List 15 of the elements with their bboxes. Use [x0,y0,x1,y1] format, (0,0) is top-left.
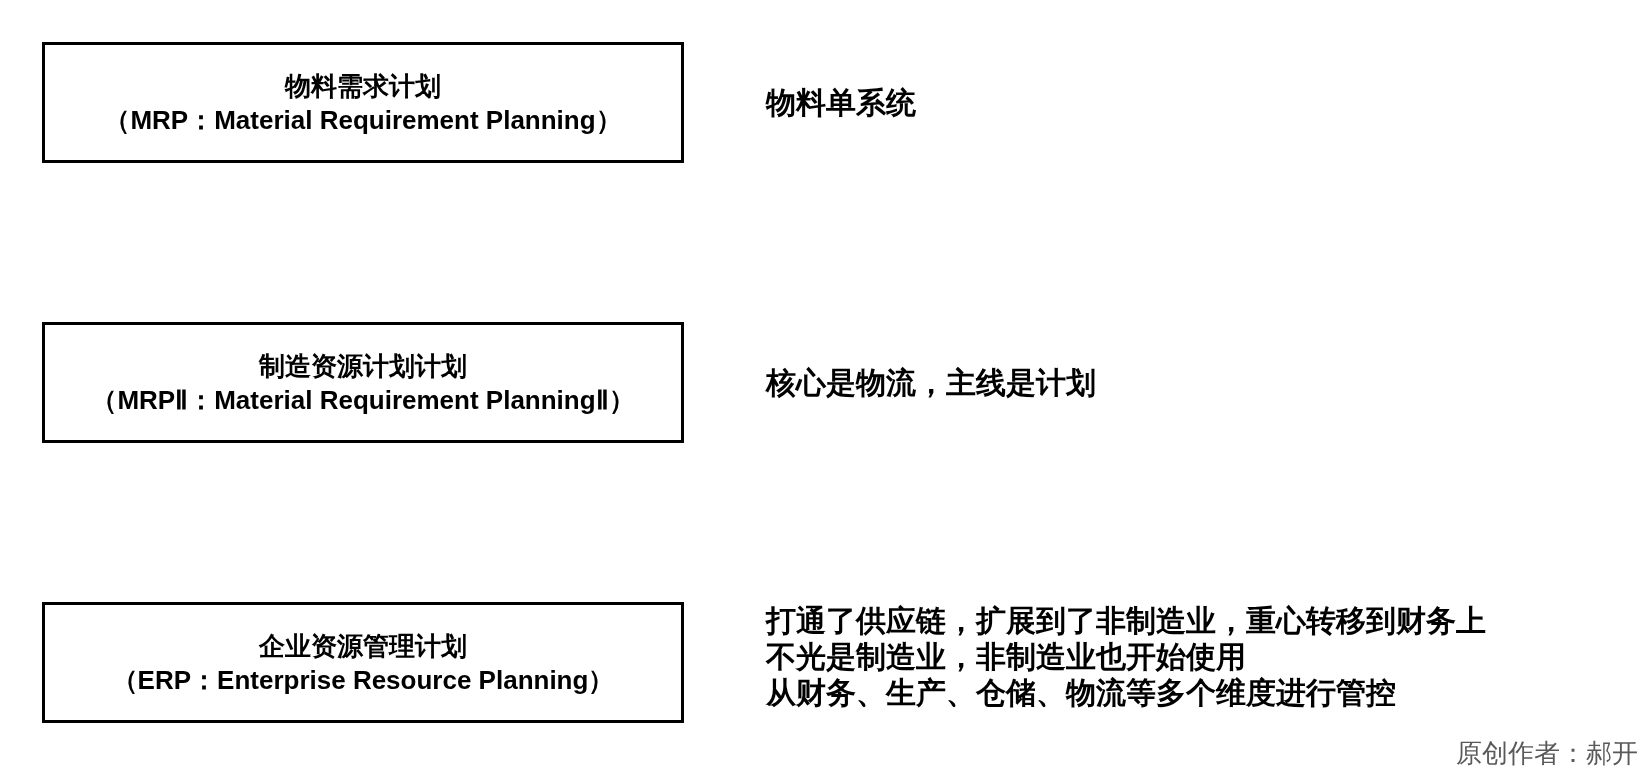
box-title: 制造资源计划计划 [259,349,467,383]
box-title: 物料需求计划 [285,69,441,103]
description-text: 从财务、生产、仓储、物流等多个维度进行管控 [766,674,1396,711]
description-text: 打通了供应链，扩展到了非制造业，重心转移到财务上 [766,602,1486,639]
description-text: 不光是制造业，非制造业也开始使用 [766,638,1246,675]
process-box [42,602,684,723]
box-subtitle: （ERP：Enterprise Resource Planning） [111,663,615,697]
description-text: 物料单系统 [766,84,916,121]
process-box [42,42,684,163]
box-subtitle: （MRPⅡ：Material Requirement PlanningⅡ） [91,383,635,417]
author-credit: 原创作者：郝开 [1456,737,1638,770]
process-box [42,322,684,443]
description-text: 核心是物流，主线是计划 [766,364,1096,401]
box-subtitle: （MRP：Material Requirement Planning） [104,103,622,137]
box-title: 企业资源管理计划 [259,629,467,663]
